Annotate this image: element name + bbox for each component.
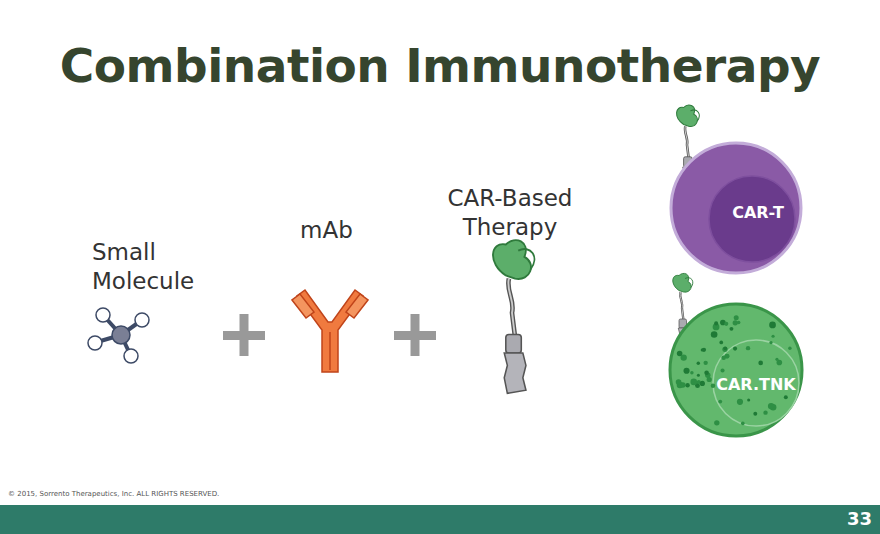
- component-label: Small Molecule: [92, 238, 212, 296]
- car-receptor: [493, 240, 534, 393]
- component-label: CAR-Based Therapy: [425, 184, 595, 242]
- component-label: mAb: [300, 216, 380, 245]
- cell-label: CAR.TNK: [716, 375, 796, 394]
- copyright-note: © 2015, Sorrento Therapeutics, Inc. ALL …: [8, 490, 408, 498]
- slide-title: Combination Immunotherapy: [0, 38, 880, 93]
- cell-circle: CAR-T: [668, 140, 804, 276]
- antibody: [292, 290, 368, 372]
- cell-shape: [667, 301, 805, 439]
- cell-circle: CAR.TNK: [667, 301, 805, 439]
- page-number: 33: [820, 508, 872, 529]
- cell-label: CAR-T: [732, 203, 784, 222]
- small-molecule: [88, 308, 149, 363]
- footer-bar: [0, 505, 880, 534]
